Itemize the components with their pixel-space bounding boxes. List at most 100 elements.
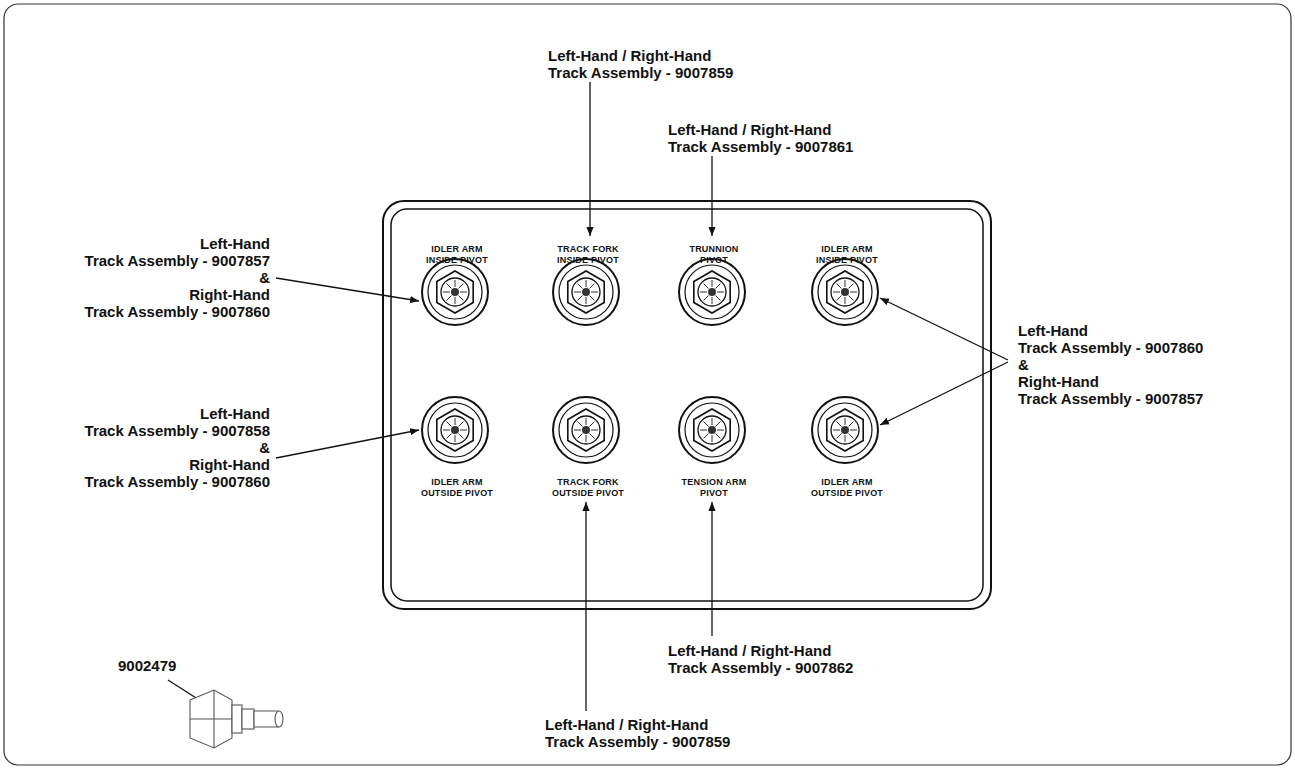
grease-fitting — [422, 397, 488, 463]
grease-fitting — [553, 397, 619, 463]
text-line: IDLER ARM — [821, 244, 872, 254]
text-line: Left-Hand / Right-Hand — [545, 716, 708, 733]
grease-fitting — [812, 397, 878, 463]
fitting-detail — [700, 430, 707, 431]
fitting-ball — [441, 278, 469, 306]
fitting-detail — [833, 292, 840, 293]
fitting-detail — [455, 297, 456, 304]
fitting-hex — [827, 409, 863, 451]
fitting-label: TRACK FORK OUTSIDE PIVOT — [530, 477, 646, 499]
fitting-ring — [679, 259, 745, 325]
text-line: Track Assembly - 9007859 — [548, 64, 733, 81]
hex-edge — [190, 718, 232, 719]
fitting-ball — [572, 278, 600, 306]
fitting-detail — [849, 284, 854, 289]
fitting-detail — [455, 435, 456, 442]
fitting-ball — [698, 416, 726, 444]
fitting-detail — [459, 296, 464, 301]
fitting-detail — [712, 435, 713, 442]
fitting-detail — [717, 292, 724, 293]
text-line: Left-Hand / Right-Hand — [668, 121, 831, 138]
fitting-ring — [812, 397, 878, 463]
fitting-part-illustration — [190, 690, 283, 748]
callout-text: Left-Hand / Right-Hand Track Assembly - … — [668, 642, 853, 676]
fitting-detail — [704, 296, 709, 301]
fitting-detail — [716, 284, 721, 289]
fitting-detail — [837, 422, 842, 427]
fitting-detail — [845, 297, 846, 304]
fitting-detail — [704, 284, 709, 289]
fitting-tip — [582, 426, 590, 434]
text-line: OUTSIDE PIVOT — [421, 488, 493, 498]
fitting-detail — [578, 284, 583, 289]
callout-text: Left-Hand / Right-Hand Track Assembly - … — [668, 121, 853, 155]
callout-text: Left-Hand Track Assembly - 9007858 & Rig… — [85, 405, 270, 490]
fitting-ring — [428, 265, 482, 319]
text-line: Track Assembly - 9007860 — [85, 303, 270, 320]
grease-fitting — [422, 259, 488, 325]
fitting-detail — [443, 430, 450, 431]
text-line: IDLER ARM — [431, 244, 482, 254]
fitting-hex — [437, 271, 473, 313]
fitting-detail — [700, 292, 707, 293]
text-line: IDLER ARM — [431, 477, 482, 487]
fitting-detail — [574, 430, 581, 431]
fitting-ball — [698, 278, 726, 306]
fitting-ring — [812, 259, 878, 325]
fitting-label: IDLER ARM INSIDE PIVOT — [399, 244, 515, 266]
leader-line — [276, 430, 419, 458]
fitting-ball — [831, 416, 859, 444]
fitting-detail — [704, 422, 709, 427]
fitting-detail — [716, 296, 721, 301]
fitting-detail — [850, 292, 857, 293]
text-line: Track Assembly - 9007858 — [85, 422, 270, 439]
fitting-detail — [455, 280, 456, 287]
fitting-ring — [685, 403, 739, 457]
text-line: PIVOT — [700, 255, 728, 265]
fitting-detail — [586, 297, 587, 304]
fitting-detail — [845, 280, 846, 287]
leader-line — [711, 502, 712, 636]
grease-fitting — [679, 397, 745, 463]
fitting-detail — [455, 418, 456, 425]
fitting-detail — [586, 435, 587, 442]
fitting-tip — [841, 426, 849, 434]
leader-line — [880, 298, 1008, 360]
text-line: Left-Hand / Right-Hand — [548, 47, 711, 64]
text-line: Track Assembly - 9007860 — [1018, 339, 1203, 356]
text-line: OUTSIDE PIVOT — [552, 488, 624, 498]
fitting-tip — [451, 426, 459, 434]
fitting-detail — [447, 296, 452, 301]
fitting-detail — [837, 296, 842, 301]
text-line: TRACK FORK — [557, 477, 619, 487]
callout-text: Left-Hand Track Assembly - 9007857 & Rig… — [85, 235, 270, 320]
fitting-tip — [708, 426, 716, 434]
fitting-ball — [441, 416, 469, 444]
fitting-label: IDLER ARM INSIDE PIVOT — [789, 244, 905, 266]
fitting-hex — [694, 409, 730, 451]
fitting-detail — [712, 280, 713, 287]
text-line: Right-Hand — [189, 456, 270, 473]
callout-text: Left-Hand / Right-Hand Track Assembly - … — [545, 716, 730, 750]
fitting-detail — [460, 430, 467, 431]
text-line: Track Assembly - 9007861 — [668, 138, 853, 155]
fitting-detail — [586, 280, 587, 287]
text-line: INSIDE PIVOT — [816, 255, 878, 265]
lube-panel: IDLER ARM INSIDE PIVOT TRACK FORK INSIDE … — [382, 200, 992, 610]
fitting-detail — [590, 284, 595, 289]
collar — [242, 709, 254, 729]
panel-inner-border — [391, 209, 983, 601]
fitting-label: TENSION ARM PIVOT — [656, 477, 772, 499]
fitting-detail — [704, 434, 709, 439]
text-line: INSIDE PIVOT — [557, 255, 619, 265]
text-line: Left-Hand — [1018, 322, 1088, 339]
fitting-tip — [841, 288, 849, 296]
frame — [4, 4, 1291, 765]
leader-line — [589, 82, 590, 236]
fitting-detail — [578, 434, 583, 439]
fitting-detail — [850, 430, 857, 431]
text-line: IDLER ARM — [821, 477, 872, 487]
fitting-tip — [582, 288, 590, 296]
fitting-detail — [849, 422, 854, 427]
